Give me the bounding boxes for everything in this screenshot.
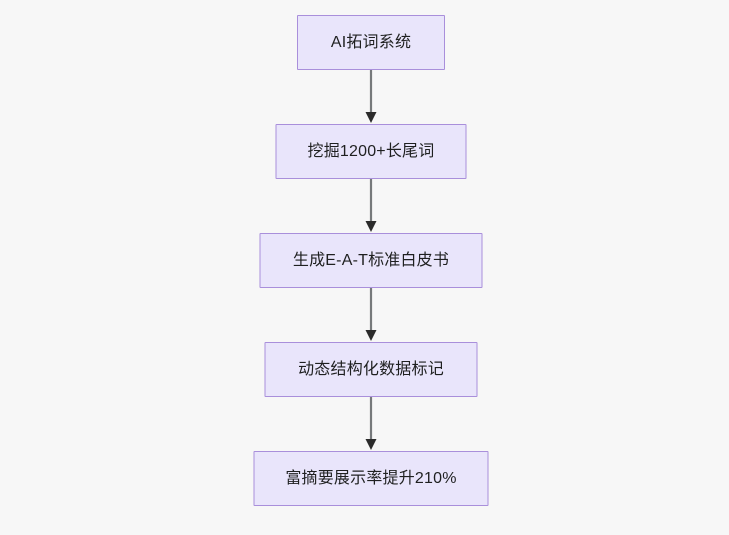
flow-node-label: 动态结构化数据标记	[298, 360, 444, 378]
flow-node-label: AI拓词系统	[330, 33, 412, 51]
flow-node-eat-whitepaper[interactable]: 生成E-A-T标准白皮书	[259, 233, 483, 288]
edge-n3-n4	[364, 288, 378, 342]
flow-node-label: 富摘要展示率提升210%	[285, 469, 457, 487]
flow-node-longtail-keywords[interactable]: 挖掘1200+长尾词	[275, 124, 467, 179]
flow-node-ai-keyword-system[interactable]: AI拓词系统	[297, 15, 445, 70]
flow-node-label: 生成E-A-T标准白皮书	[292, 251, 450, 269]
flow-node-label: 挖掘1200+长尾词	[307, 142, 435, 160]
edge-n4-n5	[364, 397, 378, 451]
flow-node-structured-data-markup[interactable]: 动态结构化数据标记	[264, 342, 478, 397]
edge-n1-n2	[364, 70, 378, 124]
flow-node-rich-snippet-result[interactable]: 富摘要展示率提升210%	[253, 451, 489, 506]
edge-n2-n3	[364, 179, 378, 233]
